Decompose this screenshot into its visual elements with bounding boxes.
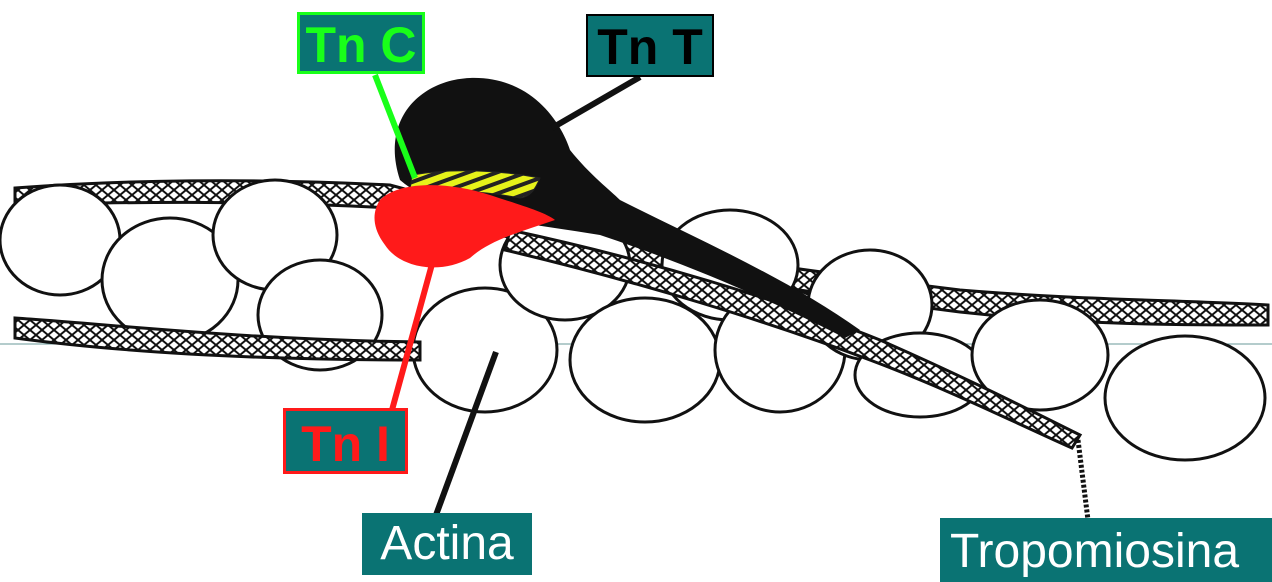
label-tn-c: Tn C (297, 12, 425, 74)
label-tn-t: Tn T (586, 14, 714, 77)
tropomiosina-pointer (1078, 440, 1088, 520)
actin-monomer (570, 298, 720, 422)
tnt-pointer (552, 77, 640, 128)
actin-monomer (1105, 336, 1265, 460)
label-tn-i: Tn I (283, 408, 408, 474)
label-tropomiosina: Tropomiosina (940, 518, 1272, 582)
label-actina: Actina (362, 513, 532, 575)
